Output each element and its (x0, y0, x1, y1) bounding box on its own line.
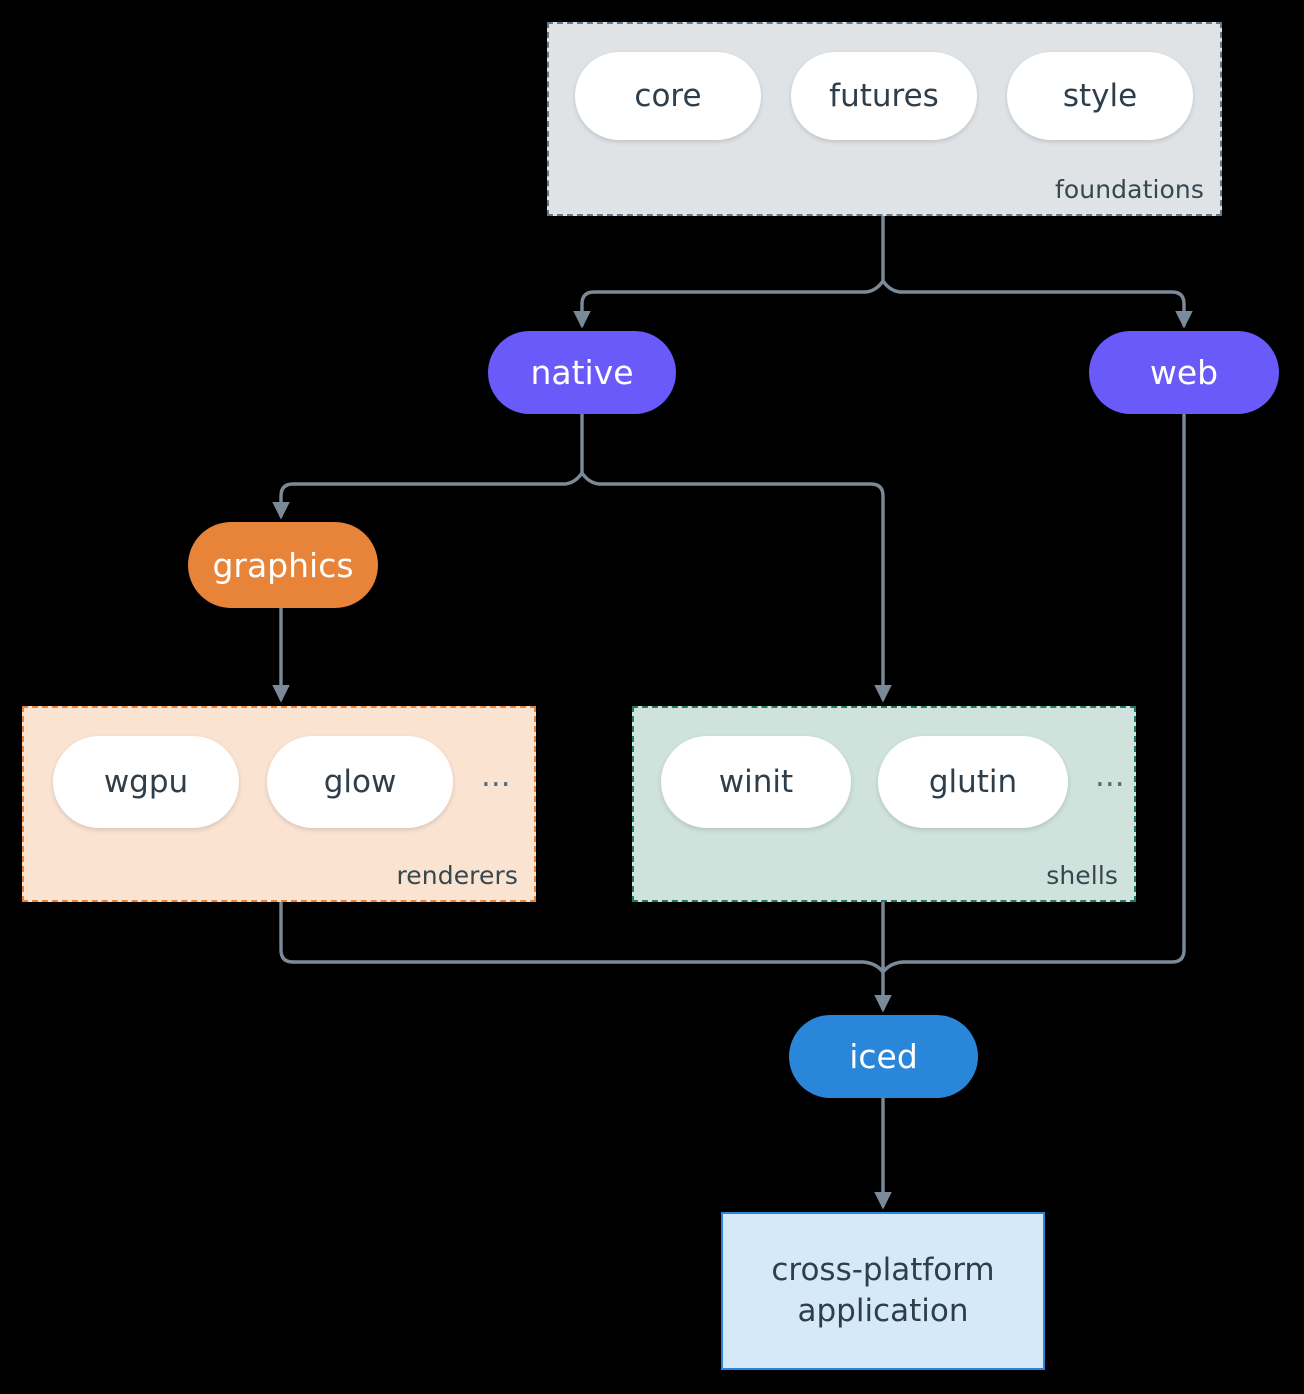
shells-ellipsis: ... (1095, 757, 1125, 794)
node-iced[interactable]: iced (789, 1015, 978, 1098)
pill-futures[interactable]: futures (791, 52, 977, 140)
application-label-wrapper: cross-platform application (771, 1250, 994, 1332)
node-cross-platform-application[interactable]: cross-platform application (721, 1212, 1045, 1370)
pill-wgpu[interactable]: wgpu (53, 736, 239, 828)
cluster-shells: winit glutin ... shells (632, 706, 1136, 902)
node-web[interactable]: web (1089, 331, 1279, 414)
cluster-renderers: wgpu glow ... renderers (22, 706, 536, 902)
renderers-pill-row: wgpu glow ... (53, 736, 511, 828)
node-native[interactable]: native (488, 331, 676, 414)
node-graphics[interactable]: graphics (188, 522, 378, 608)
cluster-label-shells: shells (1046, 861, 1118, 890)
cluster-label-foundations: foundations (1055, 175, 1204, 204)
edge-native-to-graphics (272, 471, 584, 520)
edge-renderers-to-iced (279, 902, 885, 974)
edge-native-to-shells (580, 471, 892, 703)
foundations-pill-row: core futures style (575, 52, 1193, 140)
shells-pill-row: winit glutin ... (661, 736, 1125, 828)
pill-glow[interactable]: glow (267, 736, 453, 828)
pill-glutin[interactable]: glutin (878, 736, 1068, 828)
application-label-line1: cross-platform (771, 1252, 995, 1289)
renderers-ellipsis: ... (481, 757, 511, 794)
cluster-foundations: core futures style foundations (547, 22, 1222, 216)
application-label-line2: application (797, 1293, 969, 1329)
cluster-label-renderers: renderers (396, 861, 518, 890)
pill-core[interactable]: core (575, 52, 761, 140)
pill-style[interactable]: style (1007, 52, 1193, 140)
edge-foundations-to-native (573, 279, 885, 329)
edge-foundations-to-web (881, 279, 1193, 329)
pill-winit[interactable]: winit (661, 736, 851, 828)
